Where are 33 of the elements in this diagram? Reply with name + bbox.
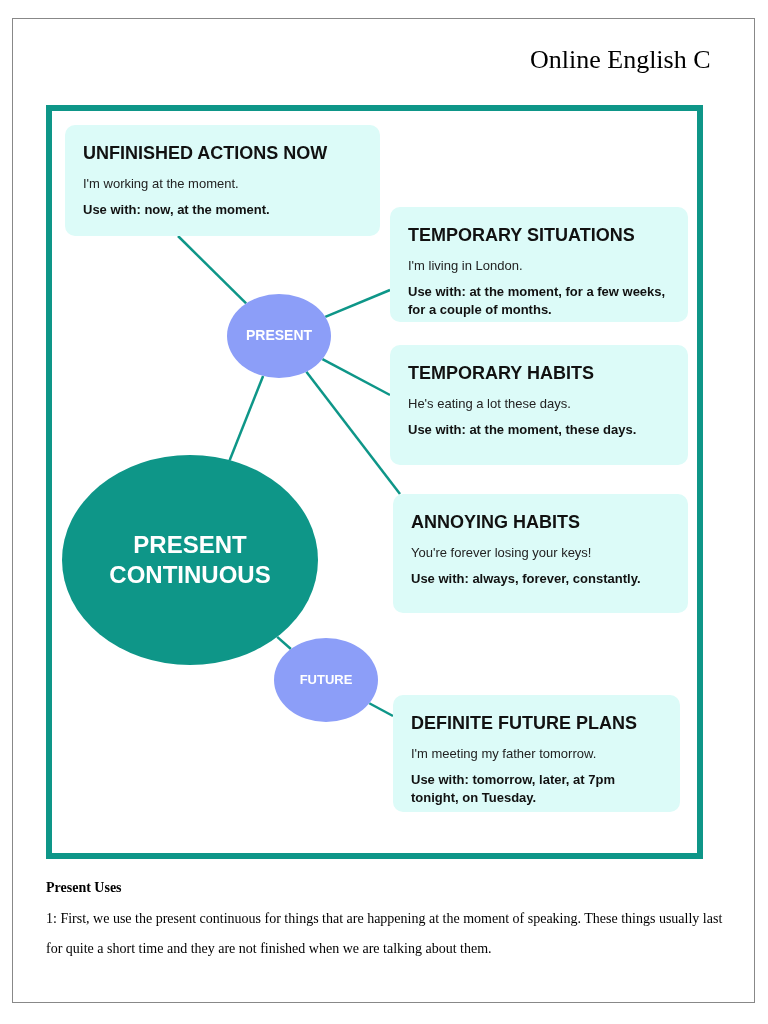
usage-note: Use with: now, at the moment.	[83, 201, 271, 219]
connector-line	[324, 288, 391, 318]
connector-line	[368, 702, 394, 718]
body-paragraph: 1: First, we use the present continuous for things that are happening at the moment of speaking. These things usually last for quite a short time and they are not finished when we are talking about them.	[46, 910, 724, 959]
info-card	[393, 695, 680, 812]
connector-line	[228, 375, 265, 461]
card-heading: ANNOYING HABITS	[411, 512, 581, 533]
ellipse-label: PRESENT CONTINUOUS	[108, 530, 272, 590]
example-sentence: I'm working at the moment.	[83, 176, 240, 191]
card-heading: TEMPORARY SITUATIONS	[408, 225, 636, 246]
connector-line	[276, 635, 292, 650]
usage-note: Use with: tomorrow, later, at 7pm tonight, on Tuesday.	[411, 771, 616, 807]
info-card	[65, 125, 380, 236]
section-heading: Present Uses	[46, 880, 122, 897]
connector-line	[177, 235, 247, 305]
connector-line	[321, 358, 391, 397]
info-card	[390, 207, 688, 322]
example-sentence: He's eating a lot these days.	[408, 396, 572, 411]
info-card	[390, 345, 688, 465]
usage-note: Use with: at the moment, these days.	[408, 421, 638, 439]
example-sentence: You're forever losing your keys!	[411, 545, 593, 560]
ellipse-label: PRESENT	[245, 327, 313, 345]
card-heading: TEMPORARY HABITS	[408, 363, 595, 384]
card-heading: UNFINISHED ACTIONS NOW	[83, 143, 329, 164]
example-sentence: I'm meeting my father tomorrow.	[411, 746, 598, 761]
usage-note: Use with: always, forever, constantly.	[411, 570, 642, 588]
ellipse-label: FUTURE	[299, 671, 353, 689]
info-card	[393, 494, 688, 613]
connector-line	[305, 370, 401, 495]
header-text: Online English C	[530, 44, 711, 76]
example-sentence: I'm living in London.	[408, 258, 524, 273]
usage-note: Use with: at the moment, for a few weeks, for a couple of months.	[408, 283, 667, 319]
card-heading: DEFINITE FUTURE PLANS	[411, 713, 638, 734]
